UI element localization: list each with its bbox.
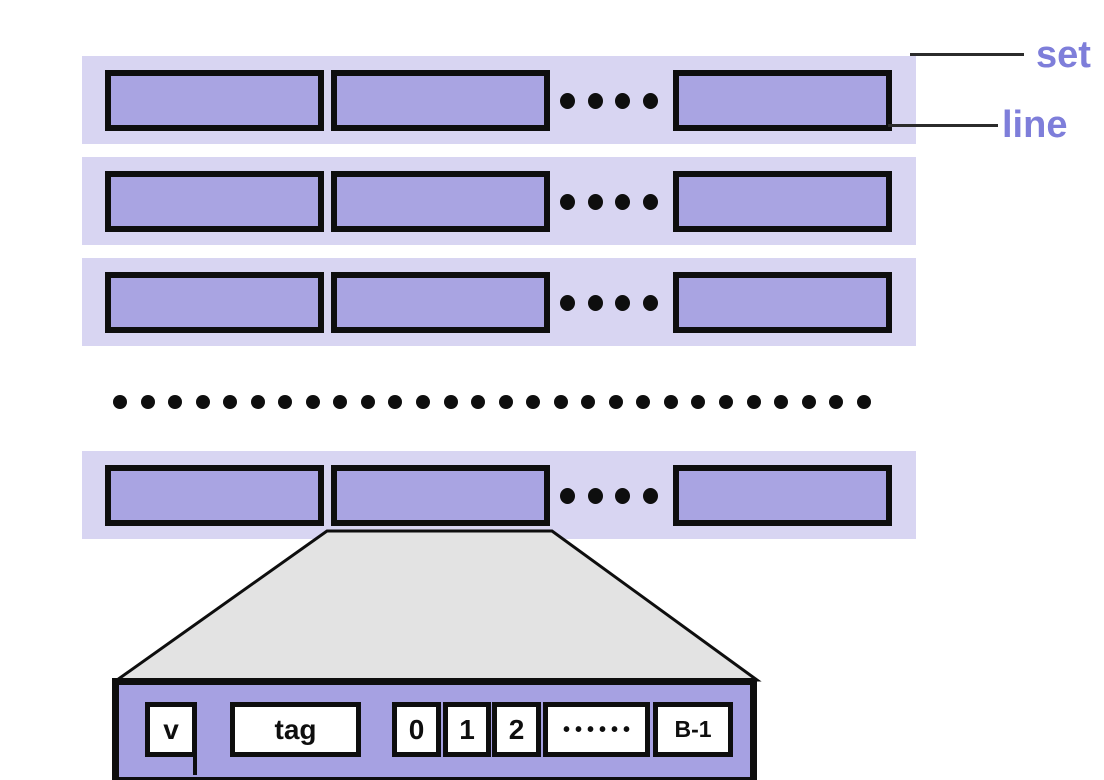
byte-ellipsis-cell: ••••••: [543, 702, 650, 757]
ellipsis-dot: [360, 395, 375, 409]
cache-set-row: [82, 157, 916, 245]
ellipsis-dot: [615, 92, 631, 109]
ellipsis-dot: [636, 395, 651, 409]
byte-0-cell: 0: [392, 702, 441, 757]
cache-set-row: [82, 56, 916, 144]
line-label: line: [1002, 104, 1068, 146]
ellipsis-dot: [587, 487, 603, 504]
ellipsis-dot: [553, 395, 568, 409]
line-ellipsis-dots: [560, 92, 658, 109]
cache-line: [331, 171, 550, 232]
ellipsis-dot: [642, 92, 658, 109]
cache-line: [673, 171, 892, 232]
ellipsis-dot: [223, 395, 238, 409]
ellipsis-dot: [140, 395, 155, 409]
ellipsis-dot: [305, 395, 320, 409]
ellipsis-dot: [615, 294, 631, 311]
ellipsis-dot: [856, 395, 871, 409]
ellipsis-dot: [416, 395, 431, 409]
valid-bit-divider: [193, 755, 197, 775]
cache-line: [673, 70, 892, 131]
byte-last-cell: B-1: [653, 702, 733, 757]
cache-line: [331, 70, 550, 131]
ellipsis-dot: [663, 395, 678, 409]
ellipsis-dot: [587, 294, 603, 311]
ellipsis-dot: [333, 395, 348, 409]
ellipsis-dot: [642, 487, 658, 504]
set-label: set: [1036, 34, 1091, 76]
ellipsis-dot: [587, 193, 603, 210]
byte-2-cell: 2: [492, 702, 541, 757]
ellipsis-dot: [801, 395, 816, 409]
byte-1-cell: 1: [443, 702, 491, 757]
ellipsis-dot: [113, 395, 127, 409]
ellipsis-dot: [691, 395, 706, 409]
ellipsis-dot: [388, 395, 403, 409]
ellipsis-dot: [471, 395, 486, 409]
line-ellipsis-dots: [560, 294, 658, 311]
cache-line: [331, 272, 550, 333]
cache-line: [331, 465, 550, 526]
ellipsis-dot: [719, 395, 734, 409]
cache-set-row: [82, 451, 916, 539]
ellipsis-dot: [587, 92, 603, 109]
ellipsis-dot: [829, 395, 844, 409]
cache-line: [673, 272, 892, 333]
ellipsis-dot: [560, 92, 575, 109]
set-ellipsis-dots: [113, 395, 871, 409]
ellipsis-dot: [560, 487, 575, 504]
ellipsis-dot: [746, 395, 761, 409]
ellipsis-dot: [250, 395, 265, 409]
ellipsis-dot: [195, 395, 210, 409]
cache-line: [673, 465, 892, 526]
ellipsis-dot: [774, 395, 789, 409]
ellipsis-dot: [560, 294, 575, 311]
ellipsis-dot: [642, 294, 658, 311]
ellipsis-dot: [278, 395, 293, 409]
line-leader-line: [888, 124, 998, 127]
ellipsis-dot: [498, 395, 513, 409]
ellipsis-dot: [615, 487, 631, 504]
ellipsis-dot: [581, 395, 596, 409]
ellipsis-dot: [642, 193, 658, 210]
ellipsis-dot: [615, 193, 631, 210]
set-leader-line: [910, 53, 1024, 56]
cache-line: [105, 171, 324, 232]
line-ellipsis-dots: [560, 193, 658, 210]
ellipsis-dot: [168, 395, 183, 409]
cache-line: [105, 272, 324, 333]
valid-bit-cell: v: [145, 702, 197, 757]
cache-set-row: [82, 258, 916, 346]
line-ellipsis-dots: [560, 487, 658, 504]
ellipsis-dot: [526, 395, 541, 409]
ellipsis-dot: [560, 193, 575, 210]
ellipsis-dot: [608, 395, 623, 409]
cache-line: [105, 465, 324, 526]
cache-line: [105, 70, 324, 131]
ellipsis-dot: [443, 395, 458, 409]
tag-cell: tag: [230, 702, 361, 757]
